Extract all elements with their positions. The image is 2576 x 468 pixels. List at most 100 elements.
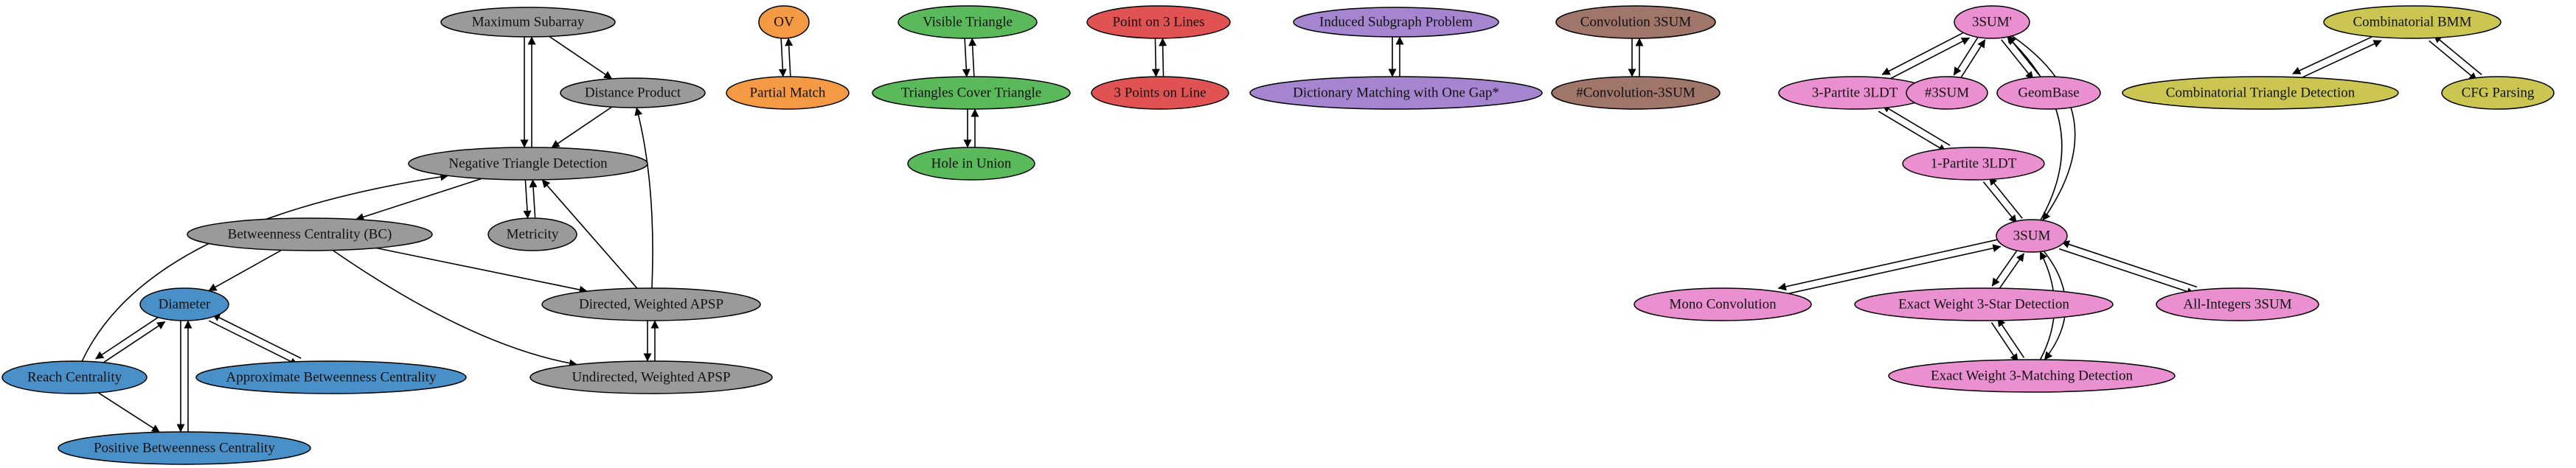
- node-shape-neg-triangle: [408, 147, 648, 181]
- node-all-integers: All-Integers 3SUM: [2156, 287, 2319, 321]
- node-label-conv-3sum: Convolution 3SUM: [1580, 15, 1692, 30]
- edge-one-partite-to-three-sum: [1982, 181, 2018, 224]
- node-conv-3sum: Convolution 3SUM: [1555, 5, 1716, 39]
- node-shape-reach: [1, 360, 147, 394]
- node-shape-cfg-parsing: [2441, 76, 2555, 110]
- edge-one-partite-to-three-partite: [1881, 104, 1951, 146]
- node-label-neg-triangle: Negative Triangle Detection: [448, 156, 608, 172]
- node-label-cfg-parsing: CFG Parsing: [2462, 85, 2535, 101]
- node-shape-undirected-apsp: [530, 360, 773, 394]
- node-shape-exact-matching: [1888, 359, 2176, 393]
- node-label-partial-match: Partial Match: [750, 85, 826, 101]
- node-label-three-partite: 3-Partite 3LDT: [1812, 85, 1898, 101]
- node-distance-product: Distance Product: [560, 77, 706, 108]
- node-visible-triangle: Visible Triangle: [898, 5, 1038, 39]
- node-shape-sharp-conv-3sum: [1551, 76, 1721, 110]
- edge-comb-bmm-to-cfg-parsing: [2429, 40, 2478, 81]
- node-shape-metricity: [487, 217, 577, 251]
- node-diameter: Diameter: [139, 287, 229, 321]
- node-shape-partial-match: [726, 76, 850, 110]
- node-label-mono-conv: Mono Convolution: [1669, 297, 1777, 312]
- edge-exact-matching-to-exact-star: [1997, 318, 2025, 358]
- node-label-point-3-lines: Point on 3 Lines: [1112, 15, 1204, 30]
- node-shape-comb-bmm: [2323, 5, 2502, 39]
- node-shape-hole-union: [907, 147, 1035, 181]
- node-label-three-sum: 3SUM: [2013, 228, 2051, 244]
- node-label-betweenness: Betweenness Centrality (BC): [228, 227, 392, 242]
- node-shape-comb-triangle: [2122, 76, 2399, 110]
- node-label-metricity: Metricity: [507, 227, 559, 242]
- node-three-partite: 3-Partite 3LDT: [1778, 76, 1931, 110]
- node-label-sharp-conv-3sum: #Convolution-3SUM: [1576, 85, 1695, 101]
- node-geombase: GeomBase: [1996, 76, 2101, 110]
- edge-three-sum-prime-to-three-partite: [1881, 30, 1967, 75]
- node-label-sharp-3sum: #3SUM: [1925, 85, 1969, 101]
- node-sharp-3sum: #3SUM: [1906, 76, 1988, 110]
- node-point-3-lines: Point on 3 Lines: [1086, 5, 1231, 39]
- node-label-exact-matching: Exact Weight 3-Matching Detection: [1931, 369, 2134, 384]
- node-three-sum: 3SUM: [1996, 219, 2068, 253]
- edge-all-integers-to-three-sum: [2061, 240, 2198, 288]
- node-shape-dict-matching: [1249, 76, 1543, 110]
- edge-sharp-3sum-to-three-sum-prime: [1959, 39, 1986, 80]
- node-shape-distance-product: [560, 77, 706, 108]
- node-mono-conv: Mono Convolution: [1634, 287, 1812, 321]
- node-reach: Reach Centrality: [1, 360, 147, 394]
- node-induced-subgraph: Induced Subgraph Problem: [1293, 7, 1499, 38]
- edge-betweenness-to-undirected-apsp: [332, 249, 577, 368]
- node-shape-all-integers: [2156, 287, 2319, 321]
- edge-point-3-lines-to-three-points-line: [1151, 38, 1160, 77]
- edge-visible-triangle-to-triangles-cover: [962, 38, 971, 77]
- node-label-comb-triangle: Combinatorial Triangle Detection: [2166, 85, 2355, 101]
- node-cfg-parsing: CFG Parsing: [2441, 76, 2555, 110]
- node-label-geombase: GeomBase: [2018, 85, 2079, 101]
- node-label-reach: Reach Centrality: [27, 370, 122, 385]
- node-shape-three-points-line: [1091, 76, 1229, 110]
- node-label-positive-bc: Positive Betweenness Centrality: [94, 441, 275, 456]
- node-ov: OV: [758, 5, 810, 39]
- node-dict-matching: Dictionary Matching with One Gap*: [1249, 76, 1543, 110]
- node-label-ov: OV: [774, 15, 794, 30]
- node-shape-geombase: [1996, 76, 2101, 110]
- node-approx-bc: Approximate Betweenness Centrality: [195, 360, 467, 394]
- node-shape-one-partite: [1902, 147, 2045, 181]
- edge-comb-triangle-to-comb-bmm: [2295, 40, 2382, 81]
- node-three-points-line: 3 Points on Line: [1091, 76, 1229, 110]
- edge-betweenness-to-diameter: [208, 249, 282, 292]
- node-label-comb-bmm: Combinatorial BMM: [2353, 15, 2472, 30]
- node-label-three-sum-prime: 3SUM': [1972, 15, 2012, 30]
- node-directed-apsp: Directed, Weighted APSP: [541, 287, 761, 321]
- node-shape-max-subarray: [440, 7, 616, 38]
- node-one-partite: 1-Partite 3LDT: [1902, 147, 2045, 181]
- node-label-directed-apsp: Directed, Weighted APSP: [579, 297, 723, 312]
- node-exact-matching: Exact Weight 3-Matching Detection: [1888, 359, 2176, 393]
- node-shape-directed-apsp: [541, 287, 761, 321]
- edge-three-sum-to-all-integers: [2058, 248, 2195, 296]
- node-label-distance-product: Distance Product: [585, 85, 681, 101]
- node-shape-exact-star: [1854, 287, 2114, 321]
- edge-neg-triangle-to-betweenness: [355, 178, 482, 221]
- edge-directed-apsp-to-distance-product: [634, 107, 653, 289]
- node-shape-visible-triangle: [898, 5, 1038, 39]
- node-label-approx-bc: Approximate Betweenness Centrality: [226, 370, 437, 385]
- node-shape-betweenness: [187, 217, 433, 251]
- node-label-diameter: Diameter: [159, 297, 211, 312]
- node-hole-union: Hole in Union: [907, 147, 1035, 181]
- node-metricity: Metricity: [487, 217, 577, 251]
- edge-diameter-to-approx-bc: [209, 320, 299, 366]
- edge-directed-apsp-to-neg-triangle: [541, 179, 638, 289]
- node-positive-bc: Positive Betweenness Centrality: [58, 431, 311, 465]
- node-label-undirected-apsp: Undirected, Weighted APSP: [572, 370, 730, 385]
- node-max-subarray: Maximum Subarray: [440, 7, 616, 38]
- edge-diameter-to-reach: [95, 315, 162, 360]
- edge-reach-to-diameter: [99, 321, 166, 366]
- edge-comb-bmm-to-comb-triangle: [2292, 33, 2379, 74]
- node-comb-triangle: Combinatorial Triangle Detection: [2122, 76, 2399, 110]
- node-label-three-points-line: 3 Points on Line: [1114, 85, 1206, 101]
- edge-partial-match-to-ov: [785, 38, 794, 77]
- node-label-triangles-cover: Triangles Cover Triangle: [901, 85, 1041, 101]
- edge-reach-to-neg-triangle: [81, 172, 449, 362]
- node-label-max-subarray: Maximum Subarray: [472, 15, 585, 30]
